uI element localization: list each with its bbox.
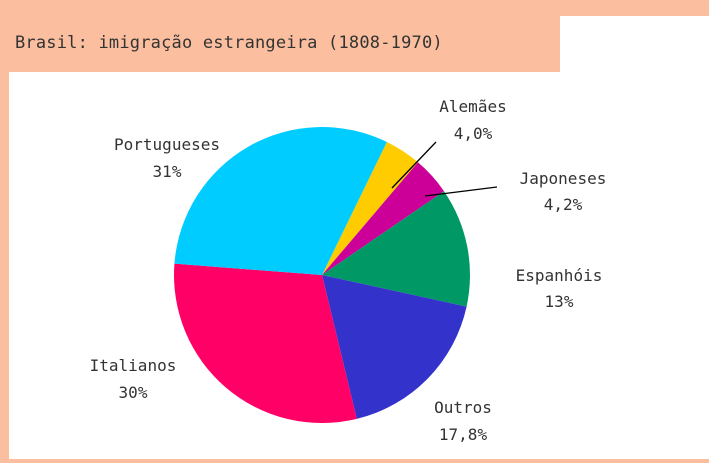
leader-line-alemaes <box>391 141 437 189</box>
leader-line-japoneses <box>424 186 498 197</box>
label-value-alemaes: 4,0% <box>454 124 493 143</box>
pie-slice-japoneses <box>322 162 444 275</box>
label-value-outros: 17,8% <box>439 425 488 444</box>
pie-slice-outros <box>322 275 467 419</box>
frame-top-border <box>0 0 709 16</box>
label-name-espanhois: Espanhóis <box>516 266 603 285</box>
pie-slice-portugueses <box>174 127 387 275</box>
pie-slice-italianos <box>174 263 357 423</box>
pie-slice-espanhois <box>322 191 470 307</box>
frame-bottom-border <box>0 459 709 463</box>
leader-lines <box>391 141 498 197</box>
frame-left-border <box>0 0 9 463</box>
label-name-outros: Outros <box>434 398 492 417</box>
title-banner <box>9 16 560 72</box>
label-name-alemaes: Alemães <box>439 97 506 116</box>
label-name-italianos: Italianos <box>90 356 177 375</box>
label-value-italianos: 30% <box>119 383 148 402</box>
pie-slice-alemaes <box>322 141 418 275</box>
label-name-portugueses: Portugueses <box>114 135 220 154</box>
label-value-portugueses: 31% <box>153 162 182 181</box>
chart-title: Brasil: imigração estrangeira (1808-1970… <box>15 33 443 53</box>
pie-slices <box>174 127 470 423</box>
label-value-espanhois: 13% <box>545 292 574 311</box>
label-value-japoneses: 4,2% <box>544 195 583 214</box>
label-name-japoneses: Japoneses <box>520 169 607 188</box>
